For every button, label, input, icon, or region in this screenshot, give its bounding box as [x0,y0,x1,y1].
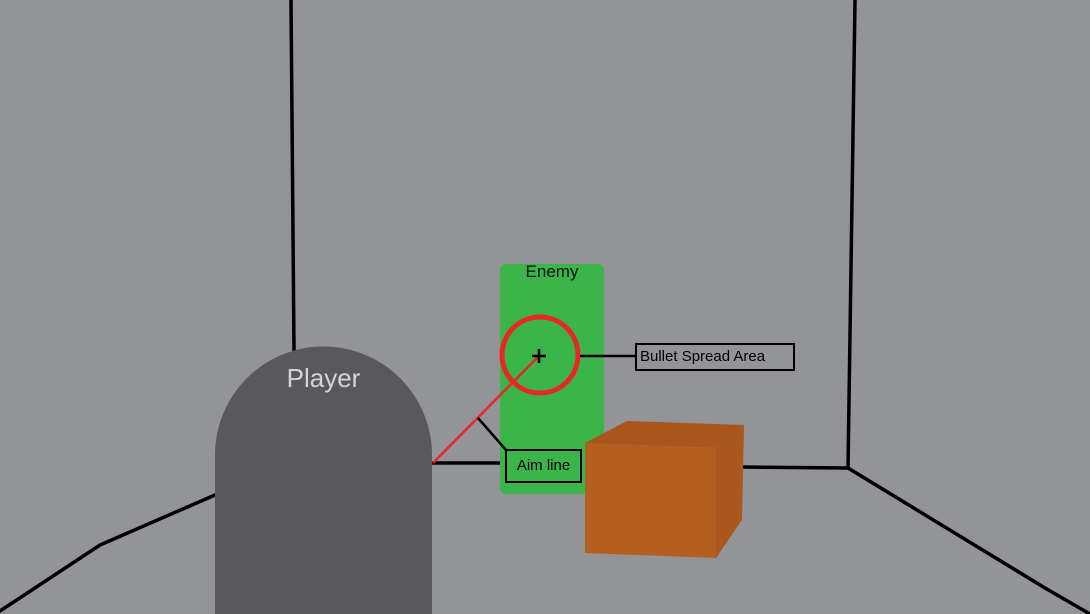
floor-right-edge [846,466,1090,614]
aim-line-callout: Aim line [505,449,582,483]
bullet-spread-circle [499,314,581,396]
crate-side-face [716,425,744,558]
floor-left-edge [0,493,217,613]
aim-line [432,356,539,464]
crosshair-icon [532,349,546,363]
enemy-label: Enemy [525,262,579,281]
aim-line-leader [477,417,507,451]
back-wall-right-edge [846,0,857,470]
crate[interactable] [585,421,744,558]
crate-top-face [585,421,744,448]
player-body[interactable] [215,346,432,614]
back-wall-left-edge [289,0,296,352]
player-label: Player [286,363,361,393]
crate-front-face [585,443,716,558]
floor-back-edge-right [740,465,850,470]
bullet-spread-callout: Bullet Spread Area [635,343,795,371]
